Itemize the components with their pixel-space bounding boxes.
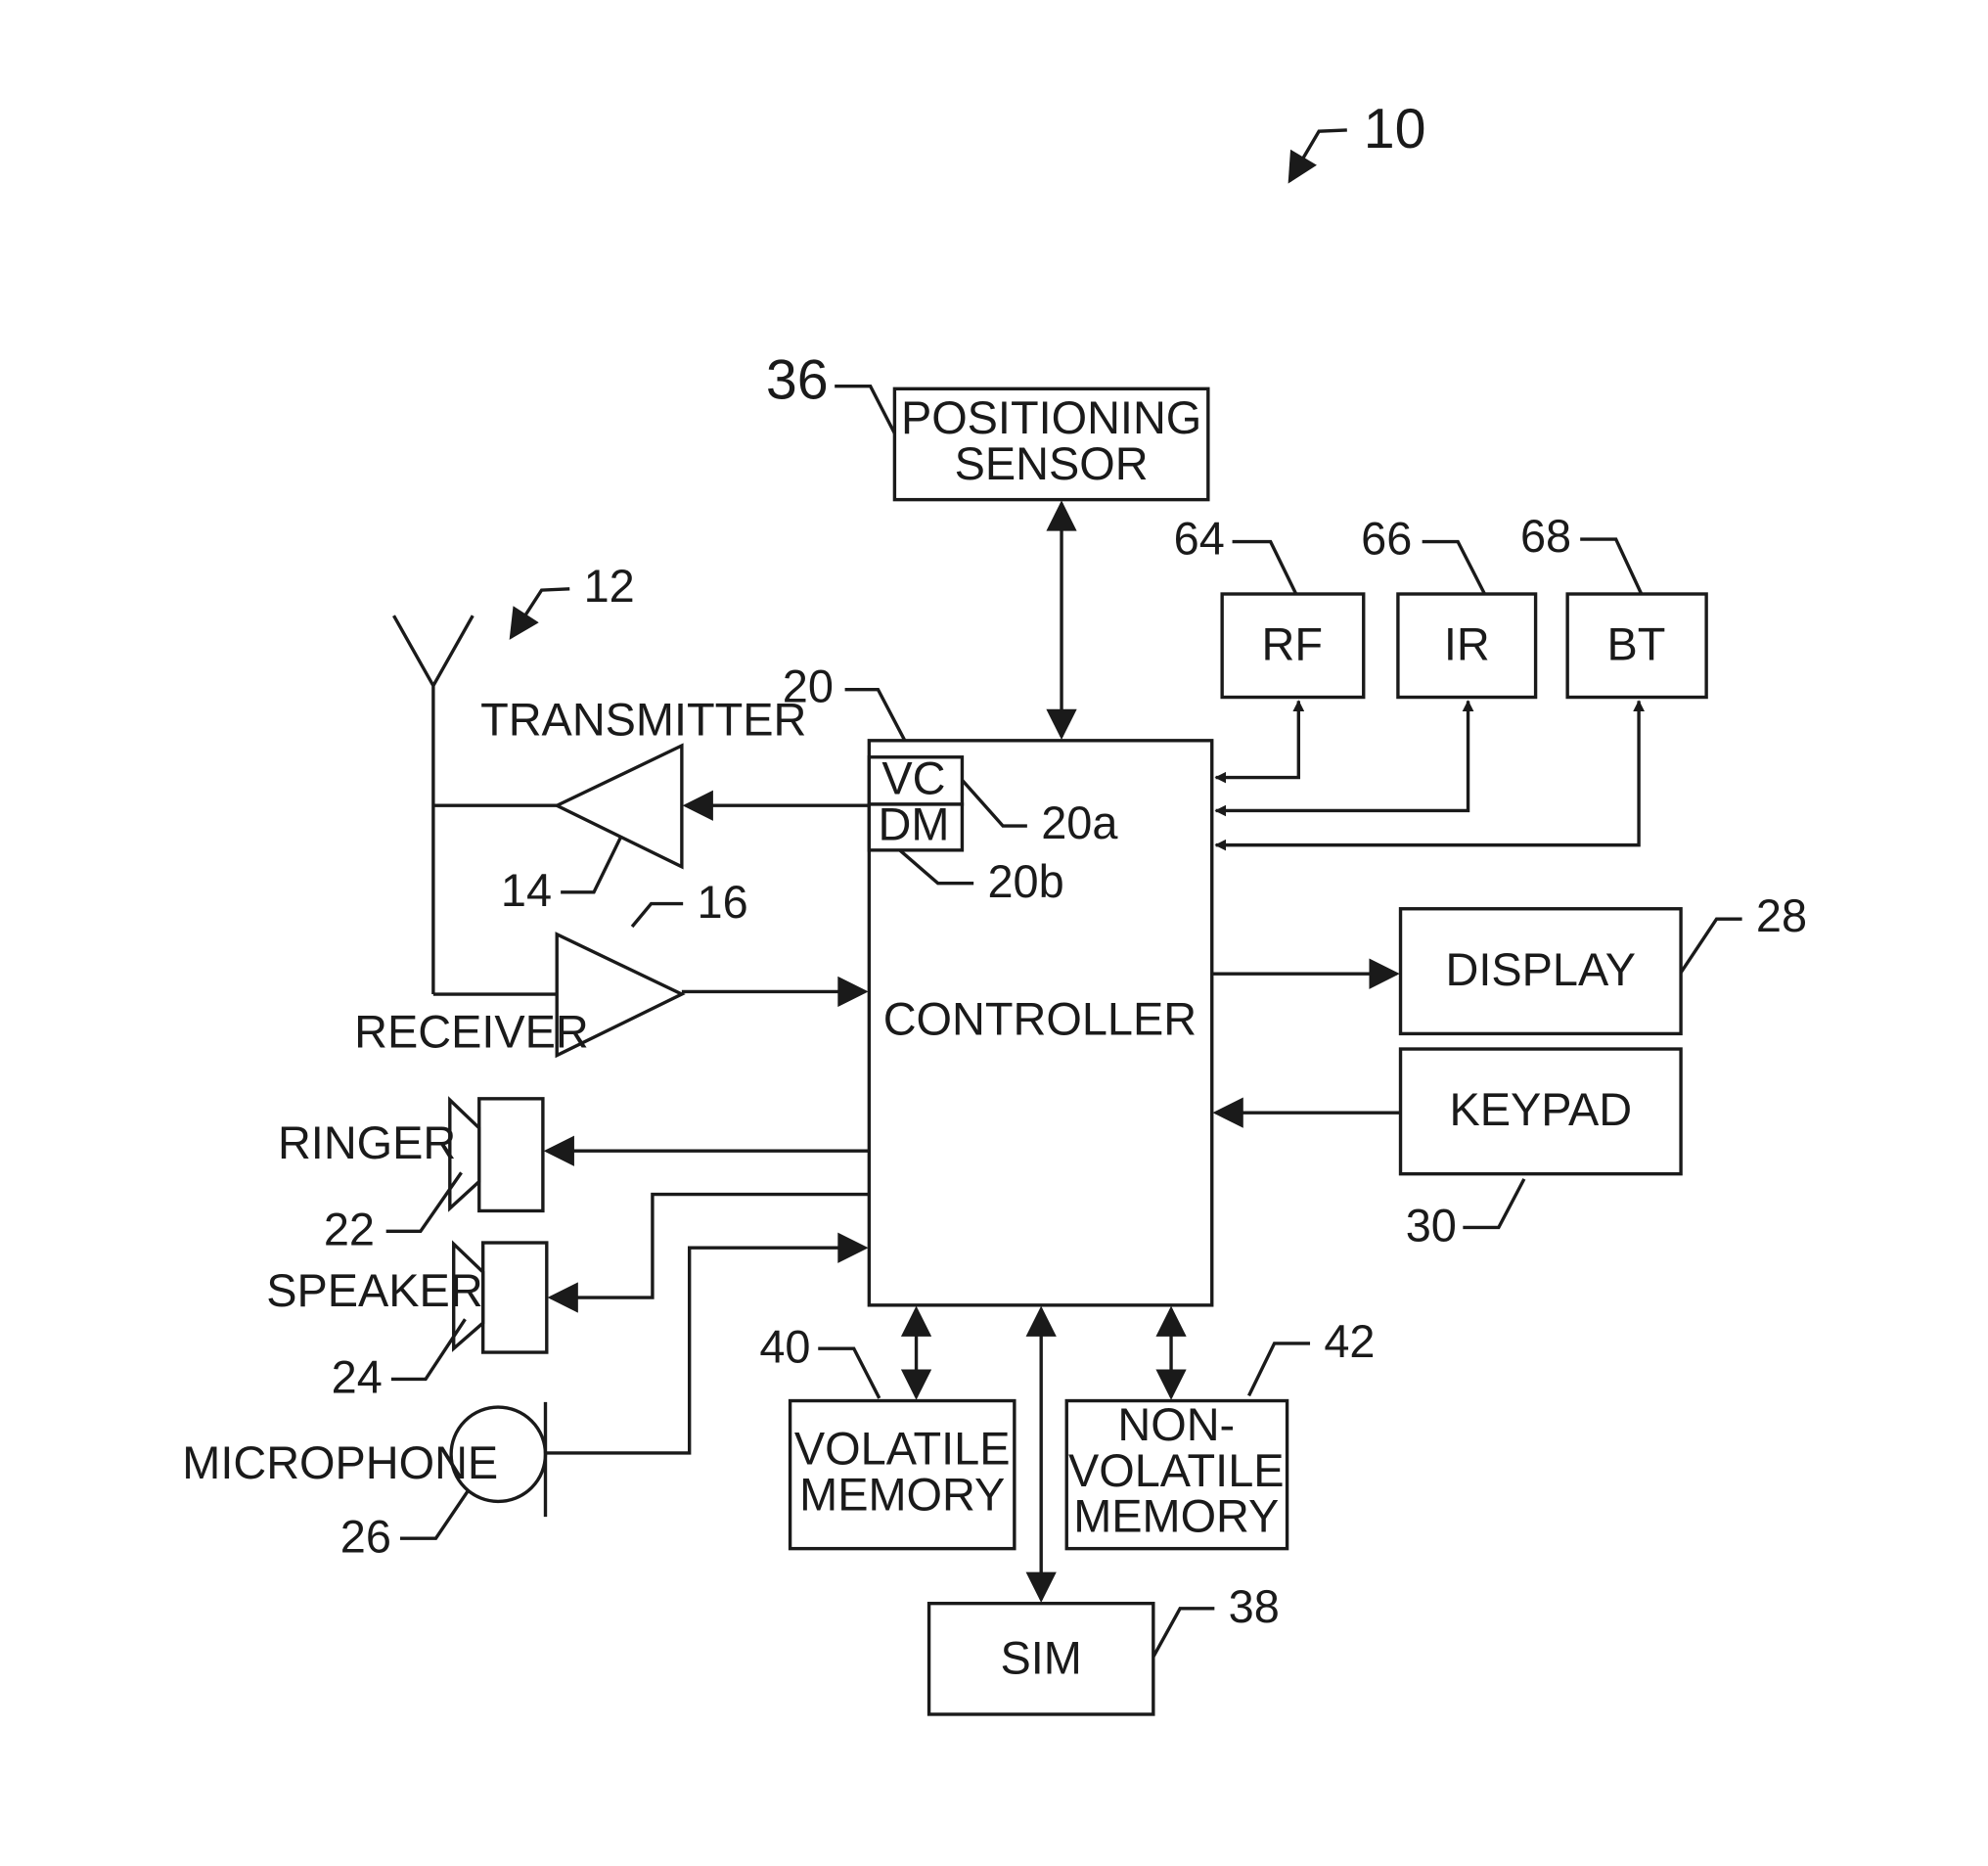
- ref-10: 10: [1364, 98, 1426, 160]
- ref-14: 14: [501, 865, 552, 916]
- leader-42: [1249, 1343, 1311, 1395]
- ref-64: 64: [1174, 514, 1225, 565]
- bt-block: BT 68: [1520, 511, 1706, 697]
- display-block: DISPLAY 28: [1401, 890, 1808, 1033]
- leader-14: [561, 838, 620, 892]
- ir-controller-link: [1216, 701, 1468, 810]
- receiver-label: RECEIVER: [354, 1007, 589, 1058]
- volatile-memory-label-line1: VOLATILE: [794, 1424, 1011, 1475]
- speaker-label: SPEAKER: [266, 1265, 482, 1316]
- ringer-block: RINGER 22: [278, 1099, 543, 1255]
- ref-38: 38: [1229, 1581, 1280, 1632]
- leader-36: [835, 387, 894, 433]
- microphone-block: MICROPHONE 26: [182, 1402, 545, 1563]
- rf-controller-link: [1216, 701, 1299, 777]
- controller-block: CONTROLLER VC DM 20 20a 20b: [783, 661, 1212, 1305]
- speaker-block: SPEAKER 24: [266, 1243, 547, 1403]
- ref-68: 68: [1520, 511, 1571, 562]
- ir-block: IR 66: [1361, 514, 1535, 698]
- positioning-sensor-label-line1: POSITIONING: [901, 392, 1201, 443]
- ref-20a: 20a: [1041, 797, 1118, 848]
- ref-26: 26: [340, 1512, 391, 1563]
- speaker-box: [483, 1243, 547, 1352]
- antenna-icon: [393, 615, 557, 994]
- keypad-label: KEYPAD: [1449, 1084, 1632, 1135]
- rf-block: RF 64: [1174, 514, 1364, 698]
- non-volatile-memory-label-line1: NON-: [1117, 1399, 1235, 1450]
- microphone-label: MICROPHONE: [182, 1437, 498, 1488]
- leader-30: [1463, 1179, 1524, 1227]
- leader-20: [845, 690, 905, 741]
- transmitter-label: TRANSMITTER: [480, 695, 806, 746]
- positioning-sensor-block: POSITIONING SENSOR 36: [766, 349, 1208, 500]
- vc-label: VC: [881, 753, 945, 804]
- figure-reference-10: 10: [1289, 98, 1425, 181]
- ref-28: 28: [1756, 890, 1807, 941]
- bt-label: BT: [1607, 619, 1666, 670]
- leader-12: [511, 589, 569, 637]
- sim-block: SIM 38: [929, 1581, 1280, 1714]
- controller-label: CONTROLLER: [883, 994, 1197, 1045]
- dm-label: DM: [878, 798, 949, 849]
- non-volatile-memory-block: NON- VOLATILE MEMORY 42: [1066, 1316, 1375, 1548]
- leader-26: [400, 1491, 468, 1538]
- keypad-block: KEYPAD 30: [1401, 1049, 1682, 1252]
- antenna: 12: [393, 561, 634, 994]
- leader-64: [1233, 542, 1296, 594]
- ringer-box: [479, 1099, 543, 1211]
- leader-40: [818, 1348, 880, 1398]
- controller-speaker-link: [551, 1195, 870, 1298]
- volatile-memory-block: VOLATILE MEMORY 40: [759, 1321, 1015, 1548]
- ref-20b: 20b: [987, 856, 1063, 907]
- ref-66: 66: [1361, 514, 1412, 565]
- positioning-sensor-label-line2: SENSOR: [955, 438, 1149, 489]
- leader-68: [1580, 539, 1642, 594]
- ref-22: 22: [324, 1205, 375, 1255]
- leader-16: [632, 904, 683, 927]
- rf-label: RF: [1262, 619, 1324, 670]
- ref-36: 36: [766, 349, 829, 412]
- bt-controller-link: [1216, 701, 1639, 844]
- ref-40: 40: [759, 1321, 810, 1372]
- transmitter-amplifier-icon: [557, 746, 682, 867]
- non-volatile-memory-label-line3: MEMORY: [1073, 1491, 1279, 1542]
- leader-66: [1423, 542, 1485, 594]
- ref-12: 12: [584, 561, 635, 612]
- ref-24: 24: [332, 1352, 383, 1403]
- ref-16: 16: [698, 877, 748, 928]
- non-volatile-memory-label-line2: VOLATILE: [1068, 1445, 1285, 1496]
- ringer-label: RINGER: [278, 1117, 456, 1168]
- leader-38: [1153, 1609, 1215, 1657]
- volatile-memory-label-line2: MEMORY: [799, 1470, 1005, 1521]
- ref-42: 42: [1324, 1316, 1375, 1367]
- ir-label: IR: [1444, 619, 1490, 670]
- sim-label: SIM: [1001, 1632, 1082, 1683]
- leader-28: [1681, 919, 1742, 973]
- display-label: DISPLAY: [1446, 944, 1637, 995]
- ref-30: 30: [1406, 1201, 1457, 1252]
